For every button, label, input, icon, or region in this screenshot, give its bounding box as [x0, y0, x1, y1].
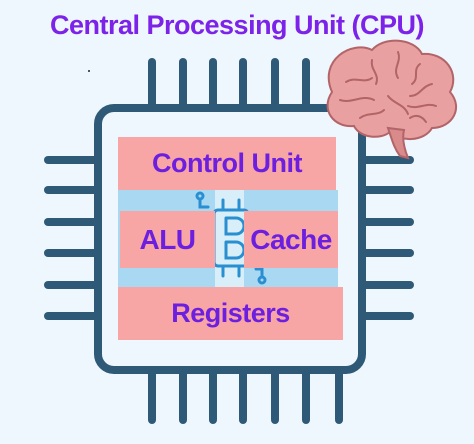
alu-label: ALU	[139, 223, 196, 255]
chip-pins	[44, 58, 414, 424]
diagram-title: Central Processing Unit (CPU)	[49, 10, 425, 40]
registers-label: Registers	[171, 298, 290, 328]
control-unit-block: Control Unit	[118, 137, 336, 190]
control-unit-label: Control Unit	[152, 148, 302, 178]
registers-block: Registers	[118, 287, 343, 340]
alu-block: ALU	[120, 211, 215, 268]
cache-label: Cache	[250, 223, 332, 255]
cache-block: Cache	[244, 211, 338, 268]
stray-dot	[88, 70, 90, 72]
